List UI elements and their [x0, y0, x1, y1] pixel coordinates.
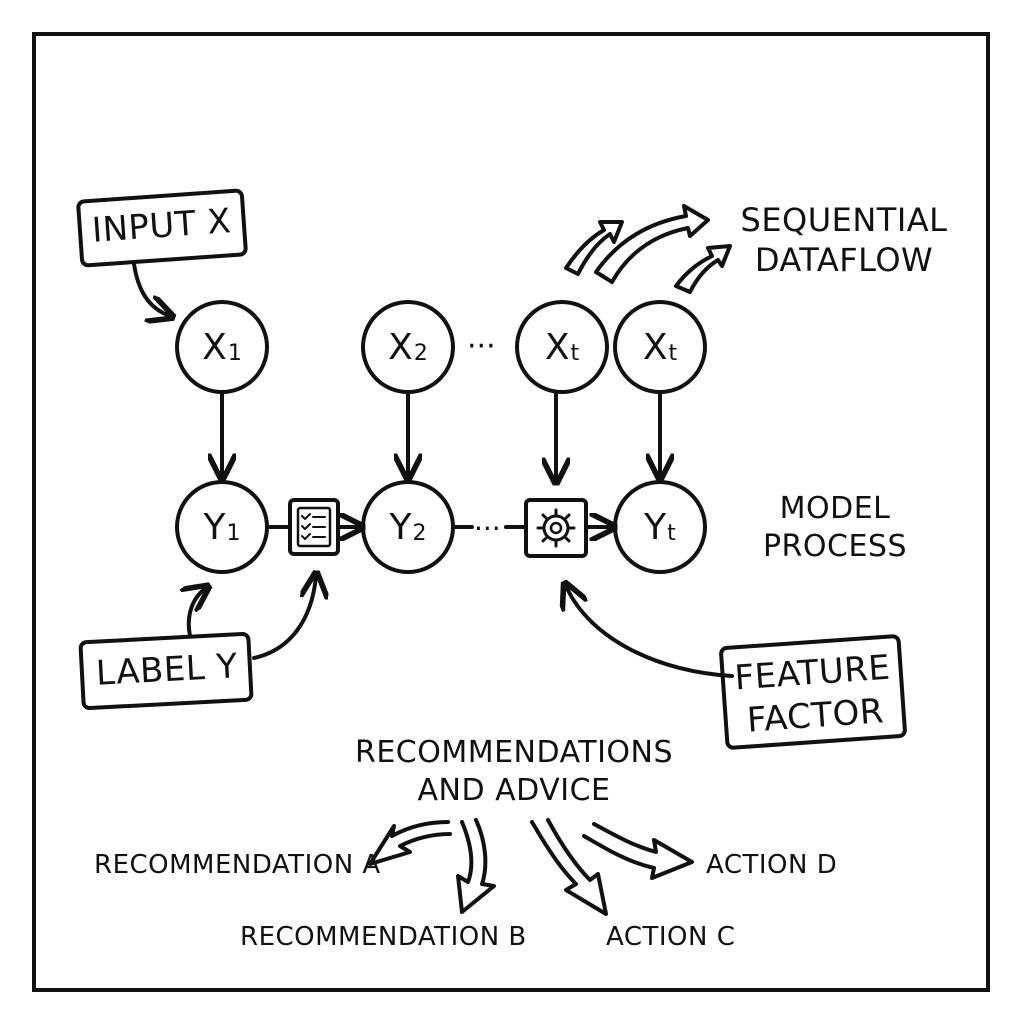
arrow-rec-a	[368, 820, 452, 866]
feature-factor-arrow	[566, 586, 734, 678]
arrow-rec-b	[456, 818, 496, 914]
recommendation-b-label: RECOMMENDATION B	[240, 922, 527, 952]
dataflow-arrow-small	[564, 220, 624, 276]
gear-icon	[524, 498, 588, 558]
node-xt1-circle	[515, 300, 609, 394]
input-x-arrow	[132, 262, 170, 316]
label-y-arrow-checklist	[252, 576, 316, 660]
action-c-label: ACTION C	[606, 922, 736, 952]
label-y-box	[78, 631, 254, 711]
ellipsis-chain: ···	[474, 512, 501, 545]
dataflow-arrow-large	[594, 204, 710, 284]
action-d-label: ACTION D	[706, 850, 838, 880]
arrow-action-d	[582, 822, 694, 880]
feature-factor-box	[719, 634, 907, 750]
label-y-label: LABEL Y	[95, 646, 239, 694]
dataflow-arrow-lower	[674, 244, 732, 294]
recommendation-a-label: RECOMMENDATION A	[94, 850, 381, 880]
diagram-frame	[32, 32, 990, 992]
arrow-action-c	[530, 818, 608, 916]
ellipsis-top: ···	[467, 329, 496, 364]
label-y-arrow-y1	[189, 588, 206, 638]
checklist-icon	[288, 498, 340, 556]
input-x-box	[76, 188, 248, 268]
